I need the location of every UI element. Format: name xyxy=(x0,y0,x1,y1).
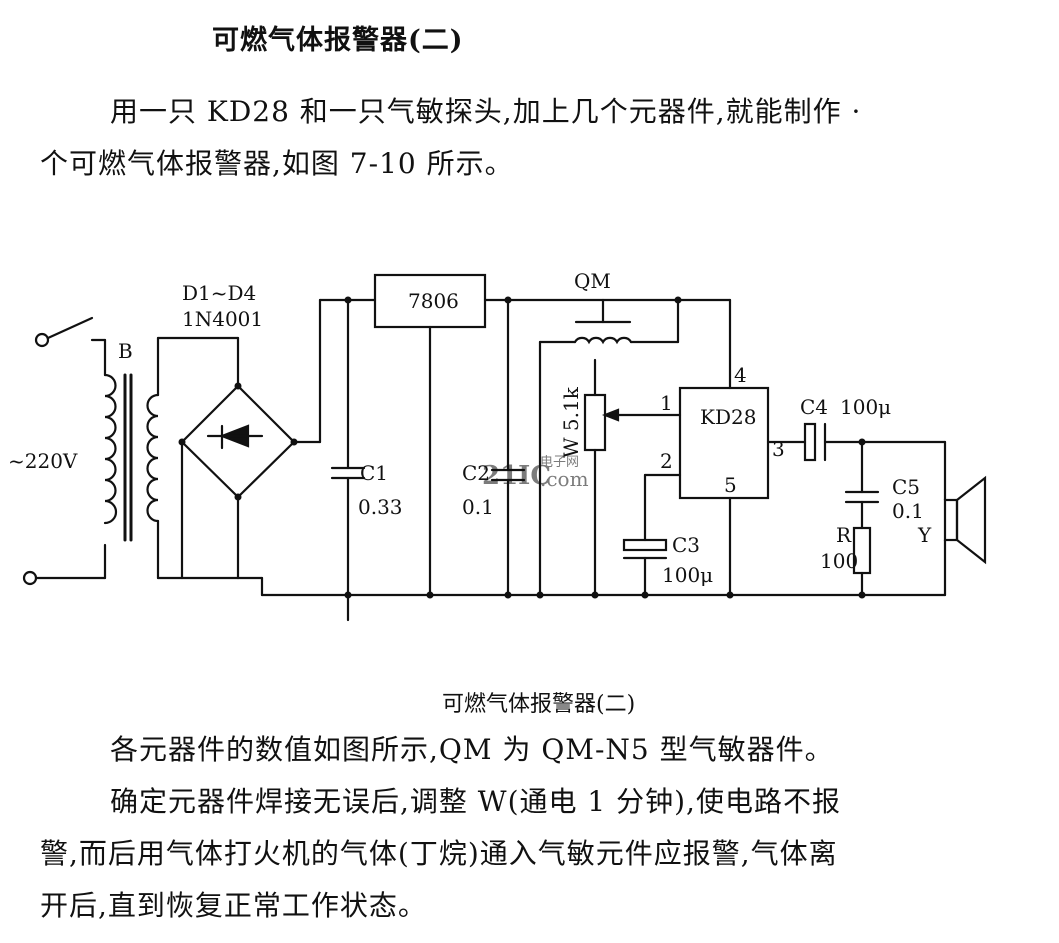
watermark-logo: 21IC .com 电子网 xyxy=(482,455,589,491)
mains-terminal-bottom xyxy=(22,570,38,586)
label-c5-name: C5 xyxy=(892,475,920,499)
label-pin3: 3 xyxy=(772,437,785,461)
intro-line-2: 个可燃气体报警器,如图 7-10 所示。 xyxy=(40,147,514,180)
power-switch xyxy=(46,316,94,340)
capacitor-c4 xyxy=(803,422,817,462)
potentiometer-w xyxy=(583,393,607,452)
label-c4-value: 100μ xyxy=(840,395,891,419)
label-speaker: Y xyxy=(917,523,932,547)
body-line-4: 开后,直到恢复正常工作状态。 xyxy=(40,889,427,922)
junction-dots xyxy=(178,296,866,599)
label-ic: KD28 xyxy=(700,405,756,429)
label-pin1: 1 xyxy=(660,391,673,415)
figure-caption: 可燃气体报警器(二) xyxy=(442,692,636,717)
label-diode-model: 1N4001 xyxy=(182,307,263,331)
label-c1-name: C1 xyxy=(360,461,388,485)
label-r-name: R xyxy=(836,523,852,547)
capacitor-c3 xyxy=(622,538,668,552)
label-c4-name: C4 xyxy=(800,395,828,419)
transformer-primary xyxy=(103,373,118,525)
svg-text:.com: .com xyxy=(540,467,589,491)
label-c3-name: C3 xyxy=(672,533,700,557)
label-mains: ~220V xyxy=(8,449,78,473)
body-line-1: 各元器件的数值如图所示,QM 为 QM-N5 型气敏器件。 xyxy=(110,733,834,766)
label-c1-value: 0.33 xyxy=(358,495,403,519)
svg-text:电子网: 电子网 xyxy=(540,455,579,470)
body-line-2: 确定元器件焊接无误后,调整 W(通电 1 分钟),使电路不报 xyxy=(110,785,841,818)
label-pin5: 5 xyxy=(724,473,737,497)
label-pin2: 2 xyxy=(660,449,673,473)
label-r-value: 100 xyxy=(820,549,858,573)
label-pot: W 5.1k xyxy=(559,386,583,458)
page-title: 可燃气体报警器(二) xyxy=(212,25,464,56)
circuit-schematic: ~220V B D1~D4 1N4001 7806 C1 0.33 C2 0.1… xyxy=(8,269,987,622)
gas-sensor-qm xyxy=(573,336,633,345)
label-sensor: QM xyxy=(574,269,611,293)
label-c2-name: C2 xyxy=(462,461,490,485)
svg-text:21IC: 21IC xyxy=(482,461,551,491)
label-transformer: B xyxy=(118,339,133,363)
body-line-3: 警,而后用气体打火机的气体(丁烷)通入气敏元件应报警,气体离 xyxy=(40,837,838,870)
intro-line-1: 用一只 KD28 和一只气敏探头,加上几个元器件,就能制作 · xyxy=(110,95,862,128)
label-c2-value: 0.1 xyxy=(462,495,494,519)
label-c3-value: 100μ xyxy=(662,563,713,587)
speaker-y xyxy=(943,498,959,542)
label-diodes: D1~D4 xyxy=(182,281,256,305)
mains-terminal-top xyxy=(34,332,50,348)
transformer-secondary xyxy=(146,393,160,523)
label-regulator: 7806 xyxy=(408,289,459,313)
label-c5-value: 0.1 xyxy=(892,499,924,523)
label-pin4: 4 xyxy=(734,363,747,387)
